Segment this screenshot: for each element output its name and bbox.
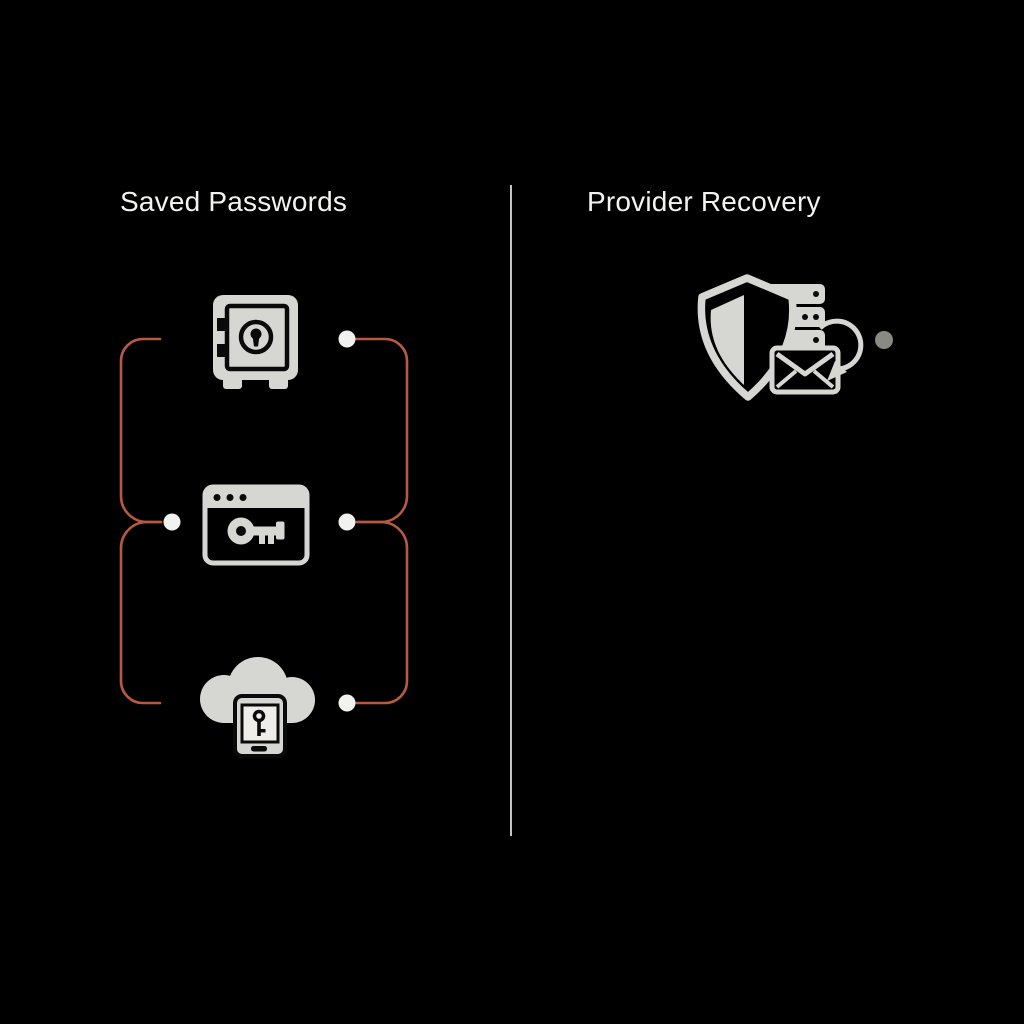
shield-half-fill — [710, 295, 744, 385]
shield-server-mail-recovery-icon — [697, 274, 864, 401]
device-home-button — [251, 746, 267, 752]
refresh-arrow-arc — [818, 318, 864, 372]
right-brace-upper — [354, 337, 409, 524]
server-led-3 — [813, 337, 819, 343]
browser-dot-2 — [226, 494, 234, 501]
browser-titlebar — [205, 487, 307, 508]
browser-dot-1 — [213, 494, 221, 501]
key-tooth-1 — [259, 533, 265, 544]
key-tip — [276, 521, 285, 540]
connector-dot-left-middle — [163, 513, 181, 531]
connector-dot-browser — [338, 513, 356, 531]
safe-hinge-bottom — [217, 344, 228, 357]
right-brace-lower — [354, 520, 409, 705]
left-brace-connector — [119, 337, 163, 705]
envelope-bottom-folds — [775, 369, 835, 389]
envelope-flap — [775, 351, 835, 377]
browser-dot-3 — [239, 494, 247, 501]
section-divider — [510, 185, 512, 836]
safe-hinge-top — [217, 318, 228, 331]
device-key-tooth — [260, 729, 266, 733]
left-brace-lower — [119, 520, 163, 705]
safe-icon — [213, 295, 298, 389]
key-head-hole — [236, 526, 246, 536]
server-led-2b — [813, 314, 819, 320]
connector-dot-safe — [338, 330, 356, 348]
device-key-stem — [257, 720, 261, 736]
refresh-arrow — [818, 318, 864, 381]
connector-dot-cloud — [338, 694, 356, 712]
server-led-2a — [802, 314, 808, 320]
key-tooth-2 — [268, 533, 274, 544]
key-glyph — [227, 517, 285, 545]
cloud-device-key-icon — [200, 657, 315, 758]
connector-dot-recovery — [875, 331, 893, 349]
server-led-1 — [813, 291, 819, 297]
right-section-title: Provider Recovery — [587, 186, 821, 217]
refresh-arrow-head — [827, 361, 847, 381]
left-brace-upper — [119, 337, 163, 524]
right-brace-connector — [354, 337, 409, 705]
safe-keyhole-wedge — [252, 336, 260, 347]
left-section-title: Saved Passwords — [120, 186, 348, 217]
mail-envelope — [769, 345, 841, 395]
browser-key-icon — [202, 484, 310, 566]
key-shaft — [251, 526, 279, 536]
device-key-glyph — [252, 709, 266, 736]
